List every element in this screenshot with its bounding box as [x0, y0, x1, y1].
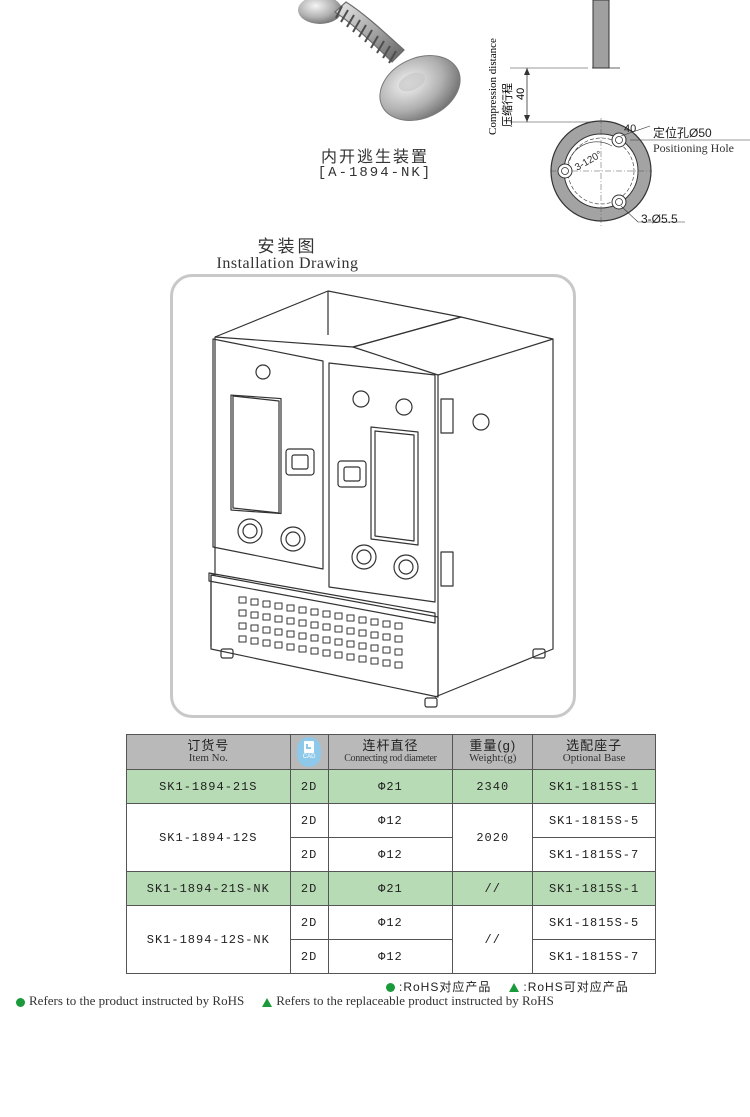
cad-2d-link[interactable]: 2D: [289, 837, 329, 872]
cad-2d-link[interactable]: 2D: [289, 769, 329, 804]
rohs-dot-icon: [386, 983, 395, 993]
cabinet-line-drawing: [208, 290, 554, 708]
product-name-cn: 内开逃生装置: [320, 149, 429, 166]
rod-diameter-cell: Φ21: [327, 871, 454, 906]
rod-diameter-cell: Φ12: [327, 905, 454, 940]
cad-download-icon[interactable]: CAD: [297, 737, 322, 767]
weight-cell: 2020: [452, 803, 534, 872]
dimension-small-value: 40: [624, 123, 637, 135]
cad-2d-link[interactable]: 2D: [289, 905, 329, 940]
weight-cell: 2340: [452, 769, 534, 804]
rod-diameter-cell: Φ12: [327, 803, 454, 838]
header-rod-diameter: 连杆直径 Connecting rod diameter: [327, 734, 454, 770]
hole-size-label: 3-Ø5.5: [641, 212, 678, 226]
replaceable-triangle-icon: [262, 997, 273, 1007]
item-no-cell: SK1-1894-12S-NK: [126, 905, 291, 974]
item-no-cell: SK1-1894-12S: [126, 803, 291, 872]
rod-diameter-cell: Φ12: [327, 939, 454, 974]
optional-base-cell: SK1-1815S-5: [532, 905, 656, 940]
cad-2d-link[interactable]: 2D: [289, 871, 329, 906]
optional-base-cell: SK1-1815S-7: [532, 939, 656, 974]
table-row: SK1-1894-12S 2D Φ12 2020 SK1-1815S-5: [126, 803, 656, 872]
table-row: 2D Φ12 SK1-1815S-7: [127, 837, 656, 872]
optional-base-cell: SK1-1815S-1: [532, 871, 656, 906]
weight-cell: //: [452, 871, 534, 906]
installation-drawing-frame: [170, 274, 576, 718]
dimension-drawing: Compression distance 压缩行程 40 3-120°: [487, 0, 750, 226]
table-header-row: 订货号 Item No. CAD 连杆直径 Connecting rod dia…: [126, 734, 656, 770]
item-no-cell: SK1-1894-21S-NK: [126, 871, 291, 906]
weight-cell: //: [452, 905, 534, 974]
installation-title-cn: 安装图: [257, 237, 318, 256]
item-no-cell: SK1-1894-21S: [126, 769, 291, 804]
rod-diameter-cell: Φ12: [327, 837, 454, 872]
table-row: SK1-1894-21S 2D Φ21 2340 SK1-1815S-1: [126, 769, 656, 804]
rod-diameter-cell: Φ21: [327, 769, 454, 804]
optional-base-cell: SK1-1815S-7: [532, 837, 656, 872]
positioning-hole-en: Positioning Hole: [653, 141, 735, 155]
table-row: 2D Φ12 SK1-1815S-7: [127, 939, 656, 974]
positioning-hole-cn: 定位孔Ø50: [653, 126, 712, 140]
cad-2d-link[interactable]: 2D: [289, 803, 329, 838]
spec-table: 订货号 Item No. CAD 连杆直径 Connecting rod dia…: [126, 734, 656, 974]
compression-label-cn: 压缩行程: [501, 83, 514, 127]
installation-title-en: Installation Drawing: [216, 255, 359, 272]
header-weight: 重量(g) Weight:(g): [452, 734, 534, 770]
rohs-dot-icon: [16, 997, 25, 1007]
legend-en: Refers to the product instructed by RoHS…: [16, 993, 554, 1009]
legend-cn: :RoHS对应产品:RoHS可对应产品: [386, 978, 629, 995]
compression-label-en: Compression distance: [487, 38, 499, 135]
escape-device-photo: [298, 0, 461, 121]
product-code: [A-1894-NK]: [317, 165, 433, 181]
header-optional-base: 选配座子 Optional Base: [532, 734, 656, 770]
compression-value: 40: [515, 88, 527, 100]
table-row: SK1-1894-12S-NK 2D Φ12 // SK1-1815S-5: [126, 905, 656, 974]
optional-base-cell: SK1-1815S-1: [532, 769, 656, 804]
replaceable-triangle-icon: [509, 983, 520, 993]
header-item-no: 订货号 Item No.: [126, 734, 291, 770]
table-row: SK1-1894-21S-NK 2D Φ21 // SK1-1815S-1: [126, 871, 656, 906]
header-cad: CAD: [289, 734, 329, 770]
optional-base-cell: SK1-1815S-5: [532, 803, 656, 838]
cad-2d-link[interactable]: 2D: [289, 939, 329, 974]
